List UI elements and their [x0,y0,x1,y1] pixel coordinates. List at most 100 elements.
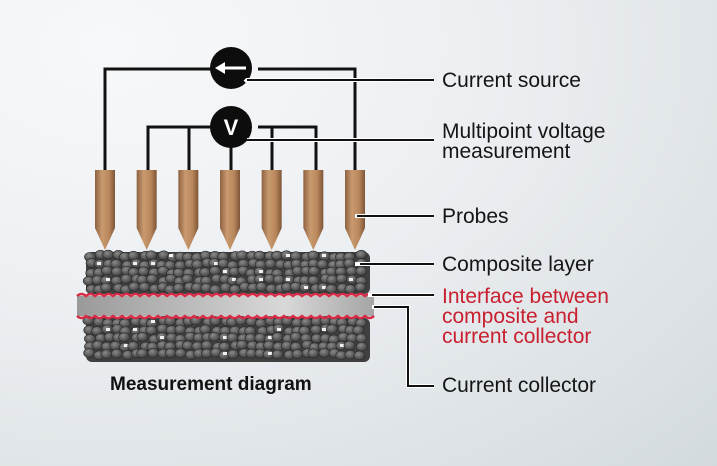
probe [261,170,282,250]
particle [100,349,113,359]
pore [169,254,173,257]
particle [110,348,123,359]
particle [355,249,368,260]
particle [101,265,113,276]
pore [223,270,227,273]
pore [349,278,353,281]
label-composite-layer: Composite layer [442,253,594,276]
particle [111,266,123,277]
particle [145,250,158,260]
pore [223,336,227,339]
particle [353,350,366,361]
pore [133,262,137,265]
pore [268,336,272,339]
pore [322,328,326,331]
particle [136,331,149,342]
particle [145,325,158,336]
particle [236,339,248,350]
particle [227,349,239,359]
particle [102,249,114,260]
particle [200,340,213,351]
particle [164,348,177,358]
particle [325,284,338,294]
label-probes: Probes [442,205,509,228]
voltmeter-symbol: V [224,115,239,140]
particle [174,324,187,335]
particle [271,349,284,360]
composite-layer-top [82,249,370,295]
pore [223,352,227,355]
particle [83,348,95,358]
pore [340,344,344,347]
probe [345,170,365,250]
particle [146,274,158,284]
label-current-collector: Current collector [442,374,597,397]
probe [178,170,199,250]
particle [181,273,194,284]
particle [343,340,356,351]
probe [136,170,157,250]
current-collector [77,296,374,316]
particle [255,281,268,292]
pore [277,328,281,331]
pore [286,254,290,257]
pore [268,352,272,355]
probes [95,170,365,250]
pore [304,286,308,289]
composite-layer-bottom [82,315,370,362]
pore [259,270,263,273]
particle [355,266,368,276]
particle [254,318,267,329]
particle [208,331,221,342]
particle [308,266,320,276]
label-multipoint-voltage: Multipoint voltage measurement [442,120,606,163]
voltmeter-icon: V [210,106,252,148]
particle [199,324,211,335]
particle [316,259,329,270]
particle [174,348,187,358]
particle [307,348,320,359]
pore [106,278,110,281]
particle [236,250,248,261]
particle [272,274,285,285]
particle [137,266,150,277]
pore [151,262,155,265]
probe [95,170,115,250]
particle [172,283,185,293]
particle [326,324,338,334]
diagram-caption: Measurement diagram [110,374,312,395]
particle [209,265,221,276]
particle [138,282,151,292]
particle [344,284,357,294]
pore [133,328,137,331]
pore [259,278,263,281]
pore [322,286,326,289]
particle [118,332,130,342]
particle [307,250,320,261]
interface-line-top [76,292,375,298]
particle [254,333,267,343]
particle [310,324,322,335]
particle [120,273,133,284]
particle [318,348,331,358]
particle [355,341,368,352]
particle [264,258,277,269]
particle [209,284,222,295]
particle [307,275,320,286]
pore [232,278,236,281]
particle [352,325,365,336]
label-interface: Interface between composite and current … [442,285,609,348]
particle [191,259,204,270]
pore [106,328,110,331]
particle [100,282,112,293]
particle [128,281,140,292]
pore [124,344,128,347]
pore [97,262,101,265]
current-source-icon [210,47,252,89]
label-current-source: Current source [442,69,581,92]
current-wires [103,67,357,170]
probe [220,170,240,250]
pore [160,336,164,339]
particle [136,348,149,359]
